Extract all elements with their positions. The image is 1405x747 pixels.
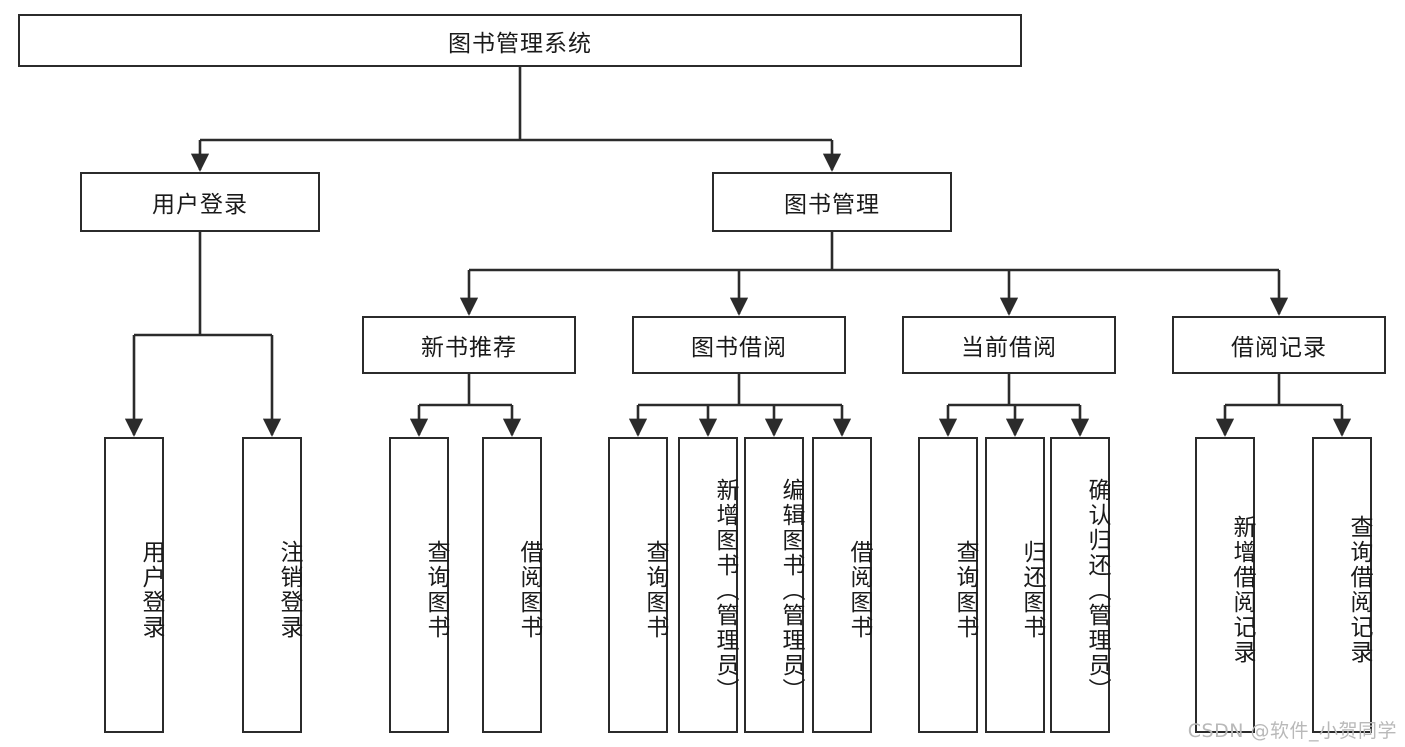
node-leaf-user-logout[interactable]: 注销登录 [242,437,302,733]
node-label: 确认归还（管理员） [1084,477,1110,703]
node-leaf-borrow-add-book[interactable]: 新增图书（管理员） [678,437,738,733]
node-leaf-user-login[interactable]: 用户登录 [104,437,164,733]
node-leaf-record-add[interactable]: 新增借阅记录 [1195,437,1255,733]
node-label: 编辑图书（管理员） [778,477,804,703]
node-new-book-recommend[interactable]: 新书推荐 [362,316,576,374]
node-leaf-current-return-book[interactable]: 归还图书 [985,437,1045,733]
node-leaf-current-confirm-return[interactable]: 确认归还（管理员） [1050,437,1110,733]
node-label: 图书借阅 [691,335,787,361]
node-label: 用户登录 [138,540,164,640]
watermark: CSDN @软件_小贺同学 [1187,720,1397,742]
node-root[interactable]: 图书管理系统 [18,14,1022,67]
node-book-borrow[interactable]: 图书借阅 [632,316,846,374]
node-label: 图书管理 [784,192,880,218]
node-label: 新增借阅记录 [1229,515,1255,665]
node-leaf-record-query[interactable]: 查询借阅记录 [1312,437,1372,733]
node-leaf-current-query-book[interactable]: 查询图书 [918,437,978,733]
node-label: 查询图书 [952,540,978,640]
node-label: 新增图书（管理员） [712,477,738,703]
node-label: 图书管理系统 [448,30,592,57]
node-label: 查询图书 [642,540,668,640]
node-label: 借阅图书 [846,540,872,640]
node-label: 当前借阅 [961,335,1057,361]
node-book-management[interactable]: 图书管理 [712,172,952,232]
node-loan-record[interactable]: 借阅记录 [1172,316,1386,374]
node-label: 查询借阅记录 [1346,515,1372,665]
node-current-loan[interactable]: 当前借阅 [902,316,1116,374]
node-label: 查询图书 [423,540,449,640]
node-label: 借阅记录 [1231,335,1327,361]
node-leaf-recommend-query-book[interactable]: 查询图书 [389,437,449,733]
node-leaf-borrow-query-book[interactable]: 查询图书 [608,437,668,733]
node-label: 新书推荐 [421,335,517,361]
node-leaf-borrow-edit-book[interactable]: 编辑图书（管理员） [744,437,804,733]
node-label: 借阅图书 [516,540,542,640]
node-user-login[interactable]: 用户登录 [80,172,320,232]
node-leaf-borrow-borrow-book[interactable]: 借阅图书 [812,437,872,733]
node-label: 注销登录 [276,540,302,640]
node-leaf-recommend-borrow-book[interactable]: 借阅图书 [482,437,542,733]
node-label: 归还图书 [1019,540,1045,640]
node-label: 用户登录 [152,192,248,218]
